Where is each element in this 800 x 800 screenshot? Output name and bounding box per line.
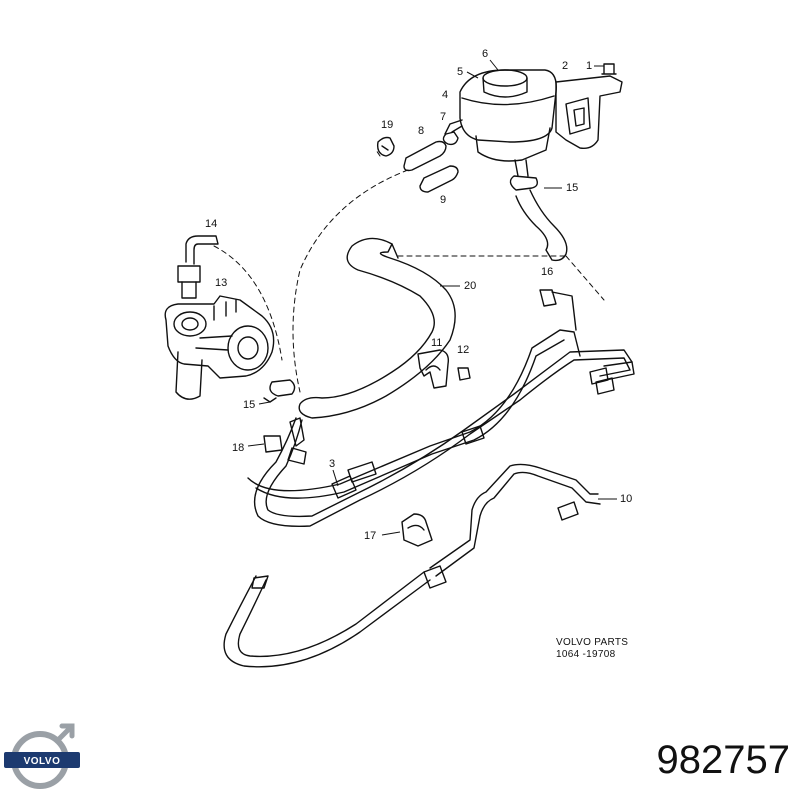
part-number: 982757 <box>656 738 790 782</box>
logo-wordmark: VOLVO <box>24 756 61 767</box>
pipe-ends <box>589 361 635 395</box>
stamp-line-1: VOLVO PARTS <box>556 637 628 648</box>
clamp-15-screw <box>263 397 277 403</box>
nut-12 <box>457 367 471 381</box>
callout-15-lower: 15 <box>243 399 255 411</box>
hose-clip-7 <box>442 131 459 146</box>
callout-16: 16 <box>541 266 553 278</box>
callout-5: 5 <box>457 66 463 78</box>
volvo-logo: VOLVO <box>4 723 80 789</box>
clip-19 <box>376 136 395 157</box>
hose-8 <box>403 140 447 172</box>
mounting-bracket <box>555 63 623 150</box>
callout-15-upper: 15 <box>566 182 578 194</box>
union-nut <box>461 425 485 445</box>
bracket-18 <box>263 417 307 465</box>
callout-19: 19 <box>381 119 393 131</box>
clip-11 <box>417 349 450 389</box>
callout-3: 3 <box>329 458 335 470</box>
clip-17 <box>401 513 433 547</box>
clamp-15-lower <box>269 379 296 397</box>
callout-11: 11 <box>431 337 442 349</box>
callout-14: 14 <box>205 218 217 230</box>
high-pressure-fitting-14 <box>177 235 219 299</box>
reservoir <box>444 69 557 177</box>
logo-bar <box>4 752 80 768</box>
callout-17: 17 <box>364 530 376 542</box>
cooler-pipe-10 <box>423 463 601 589</box>
union-fitting-3 <box>331 461 377 499</box>
callout-10: 10 <box>620 493 632 505</box>
stamp-line-2: 1064 -19708 <box>556 649 616 660</box>
power-steering-pump <box>164 295 275 400</box>
callout-labels: 1 2 3 4 5 6 7 8 9 10 11 12 13 14 15 15 1… <box>205 48 632 542</box>
callout-13: 13 <box>215 277 227 289</box>
return-lines <box>247 329 633 527</box>
callout-2: 2 <box>562 60 568 72</box>
return-hose-upper <box>509 175 568 262</box>
leader-lines <box>213 149 605 393</box>
callout-9: 9 <box>440 194 446 206</box>
callout-7: 7 <box>440 111 446 123</box>
hose-9 <box>419 165 459 193</box>
callout-12: 12 <box>457 344 469 356</box>
callout-18: 18 <box>232 442 244 454</box>
clip-16 <box>539 289 577 331</box>
hose-20 <box>298 237 456 419</box>
callout-4: 4 <box>442 89 448 101</box>
callout-20: 20 <box>464 280 476 292</box>
callout-8: 8 <box>418 125 424 137</box>
lower-return-hose <box>223 571 431 668</box>
callout-1: 1 <box>586 60 592 72</box>
callout-6: 6 <box>482 48 488 60</box>
